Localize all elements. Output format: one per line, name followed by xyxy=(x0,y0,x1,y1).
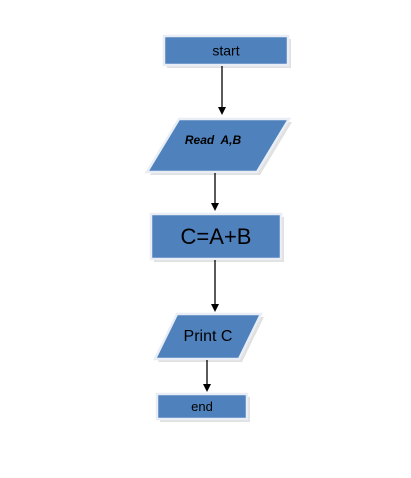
start-node: start xyxy=(162,34,291,68)
arrowhead-icon xyxy=(218,107,226,115)
print-output-node: Print C xyxy=(152,312,264,362)
end-node: end xyxy=(155,392,250,422)
arrowhead-icon xyxy=(211,304,219,312)
calculation-label: C=A+B xyxy=(181,224,252,249)
start-label: start xyxy=(212,43,239,59)
connector-print-to-end xyxy=(203,360,211,392)
read-input-node: Read A,B xyxy=(144,117,292,175)
calculation-node: C=A+B xyxy=(149,212,284,262)
connector-start-to-read xyxy=(218,66,226,115)
read-input-label: Read A,B xyxy=(185,133,242,147)
arrowhead-icon xyxy=(203,384,211,392)
arrowhead-icon xyxy=(211,203,219,211)
print-output-label: Print C xyxy=(184,328,233,345)
connector-read-to-calc xyxy=(211,173,219,211)
end-label: end xyxy=(191,399,213,414)
connector-calc-to-print xyxy=(211,260,219,312)
